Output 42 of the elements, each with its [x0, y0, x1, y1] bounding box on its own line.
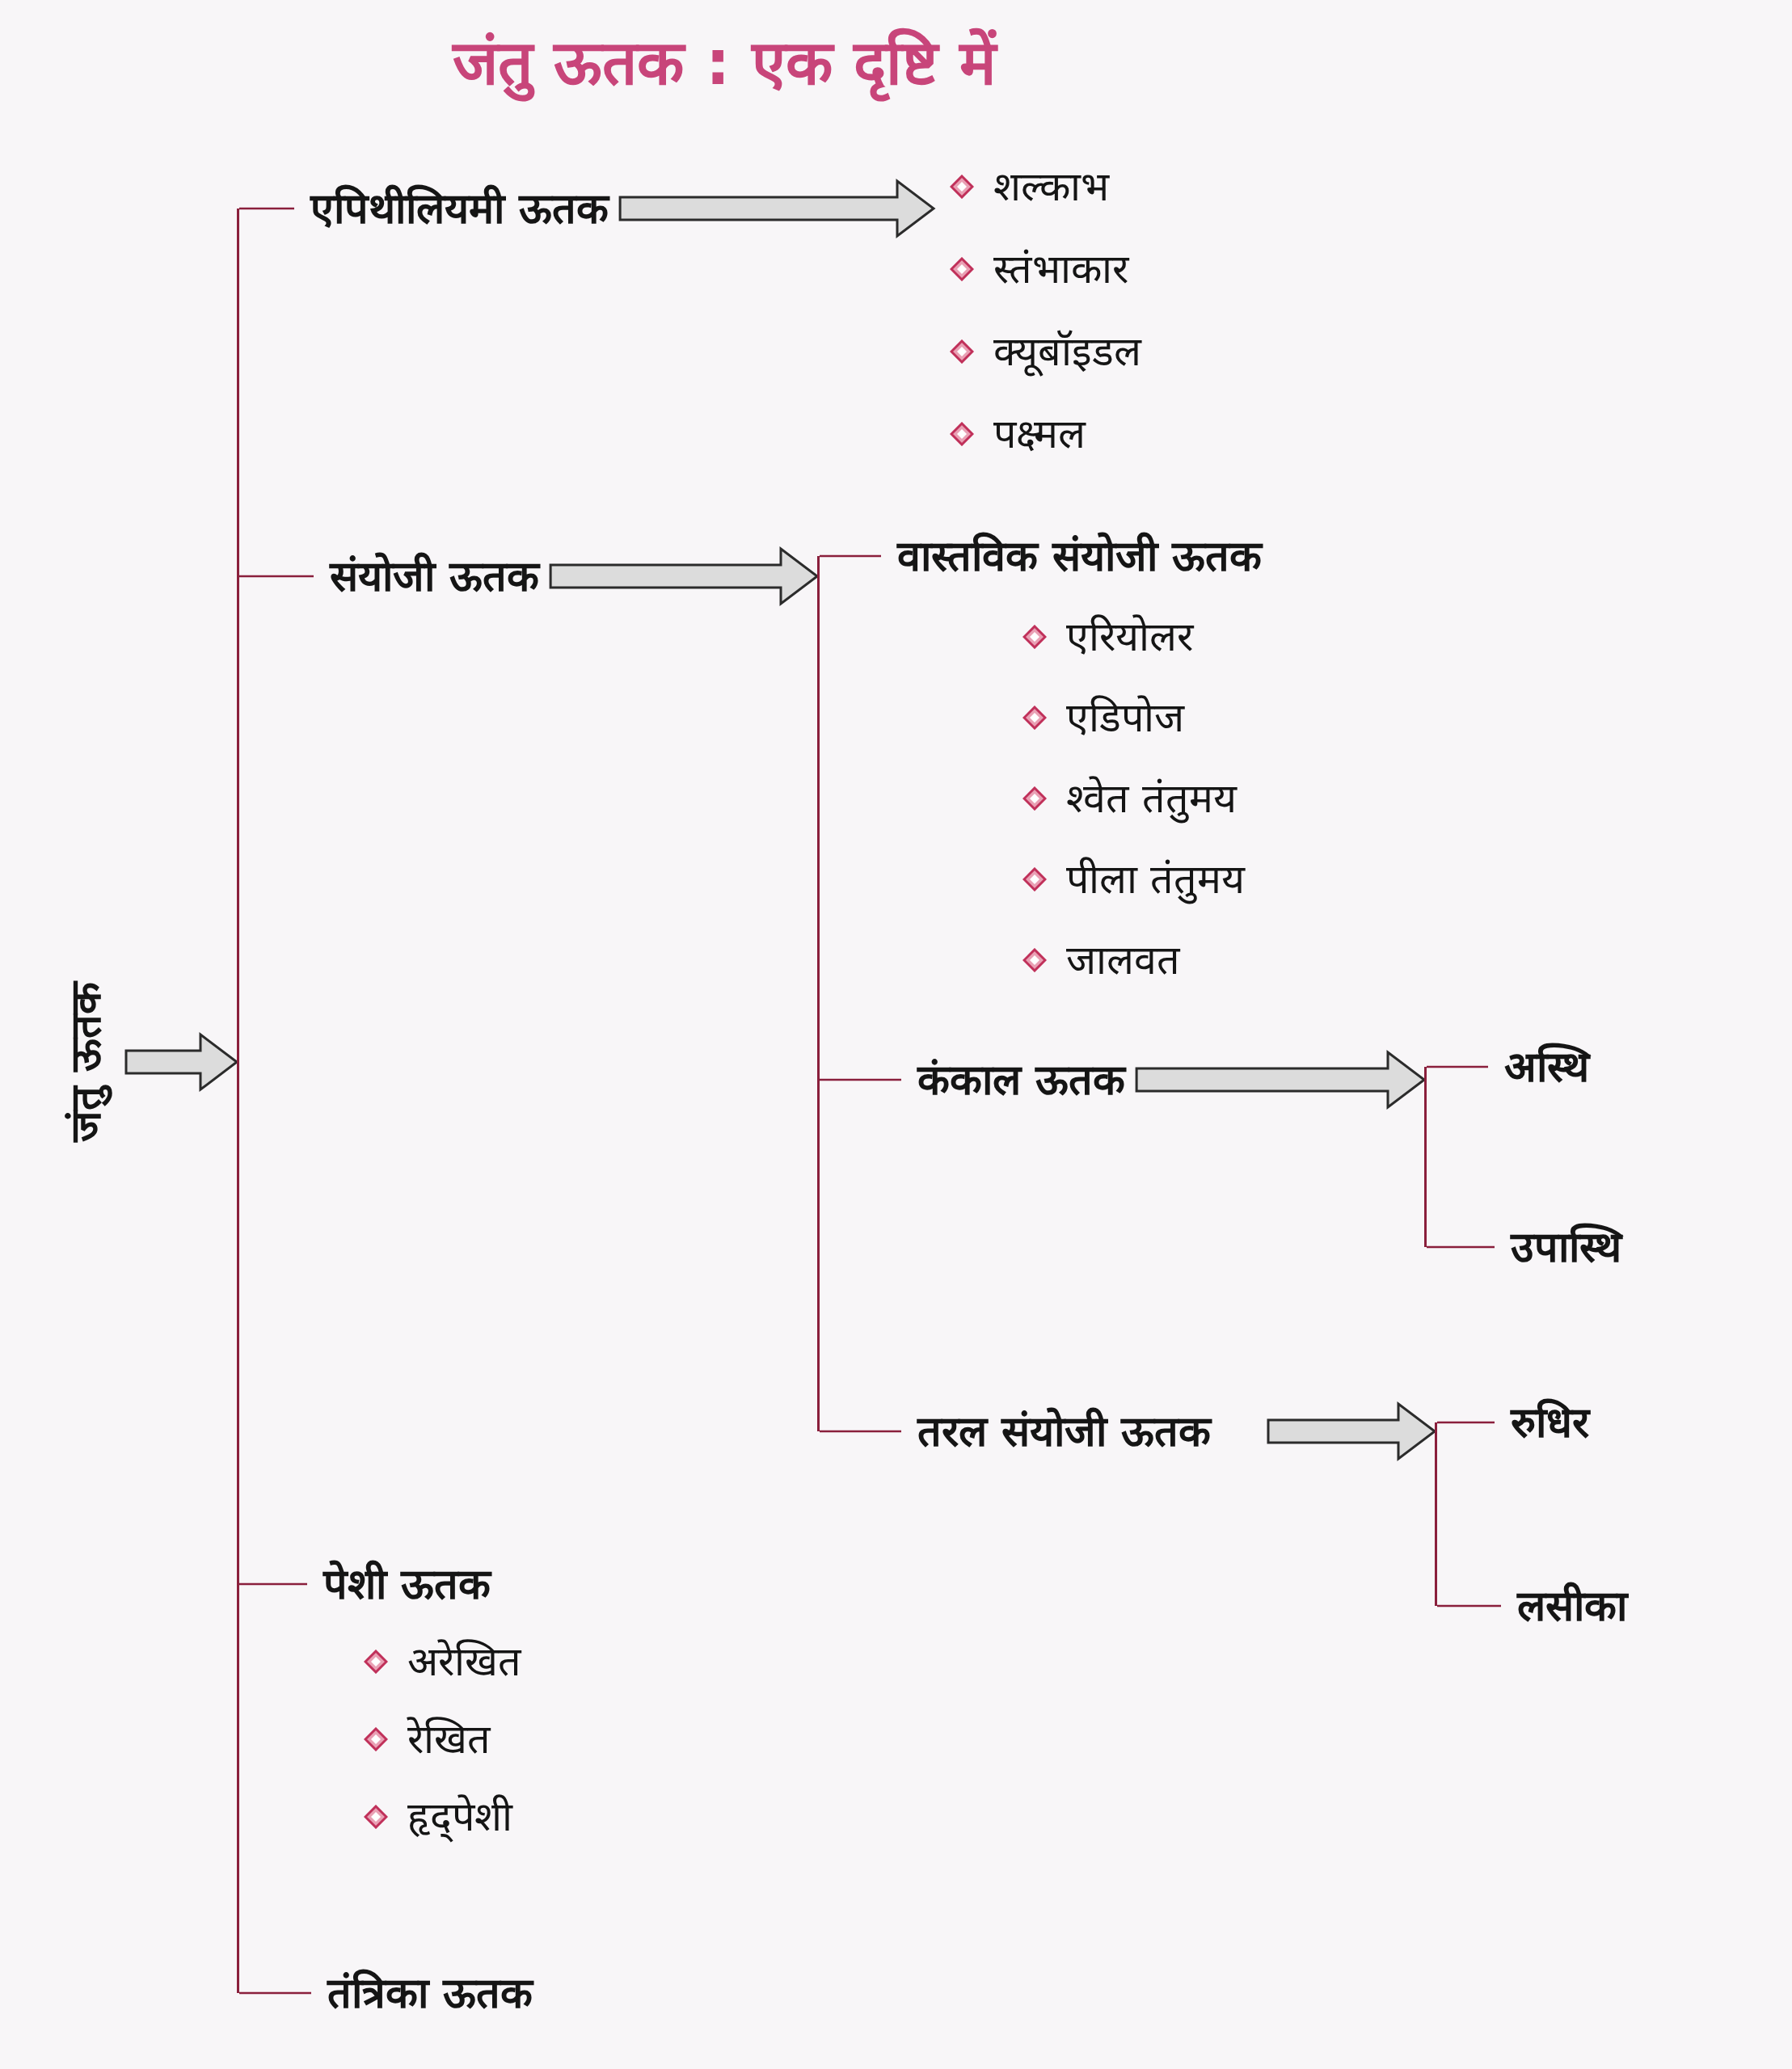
category-heading: तंत्रिका ऊतक [327, 1968, 533, 2019]
connector-line [1437, 1604, 1501, 1608]
list-item-text: क्यूबॉइडल [993, 327, 1141, 378]
block-arrow [124, 1032, 239, 1093]
root-label: जंतु ऊतक [57, 982, 115, 1143]
bracket-line [1435, 1422, 1437, 1606]
list-item-text: श्वेत तंतुमय [1066, 774, 1237, 825]
connector-line [1427, 1245, 1495, 1249]
block-arrow [1135, 1050, 1427, 1110]
bracket-line [1424, 1067, 1427, 1247]
category-heading: तरल संयोजी ऊतक [917, 1406, 1213, 1457]
category-heading: रुधिर [1511, 1397, 1589, 1448]
connector-line [1437, 1421, 1495, 1424]
connector-line [239, 1582, 307, 1586]
connector-line [820, 1078, 901, 1081]
list-item-text: हृद्पेशी [407, 1788, 512, 1846]
list-item-text: पीला तंतुमय [1066, 855, 1245, 906]
connector-line [239, 575, 314, 578]
bracket-line [237, 209, 239, 1993]
list-item-text: स्तंभाकार [993, 245, 1128, 294]
connector-line [820, 1430, 901, 1433]
list-item-text: पक्ष्मल [993, 410, 1086, 459]
list-item-text: अरेखित [407, 1637, 521, 1687]
block-arrow [1267, 1401, 1437, 1461]
block-arrow [618, 179, 936, 238]
list-item-text: रेखित [407, 1715, 491, 1764]
connector-line [239, 1991, 311, 1995]
list-item-text: एडिपोज [1066, 693, 1184, 743]
bracket-line [817, 556, 820, 1431]
category-heading: एपिथीलियमी ऊतक [310, 183, 609, 234]
category-heading: वास्तविक संयोजी ऊतक [897, 531, 1263, 582]
category-heading: पेशी ऊतक [323, 1559, 493, 1610]
block-arrow [549, 546, 820, 606]
category-heading: लसीका [1517, 1581, 1627, 1632]
category-heading: संयोजी ऊतक [330, 551, 540, 602]
list-item-text: एरियोलर [1066, 613, 1193, 662]
connector-line [820, 554, 881, 558]
connector-line [239, 207, 294, 210]
list-item-text: शल्काभ [993, 162, 1109, 212]
connector-line [1427, 1065, 1488, 1068]
category-heading: कंकाल ऊतक [917, 1055, 1126, 1106]
list-item-text: जालवत [1066, 936, 1180, 985]
